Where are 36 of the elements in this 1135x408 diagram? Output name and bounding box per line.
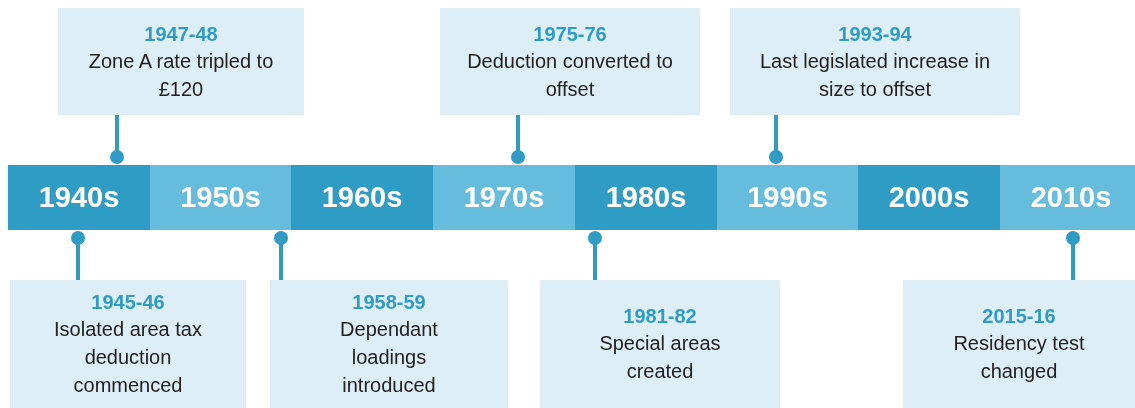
leader-line <box>274 231 288 280</box>
leader-line <box>588 231 602 280</box>
event-year: 1947-48 <box>144 21 218 47</box>
decade-segment: 1950s <box>150 165 291 230</box>
decade-segment: 1980s <box>575 165 717 230</box>
event-description: Last legislated increase in size to offset <box>758 48 992 102</box>
event-description: Zone A rate tripled to £120 <box>87 48 275 102</box>
event-description: Deduction converted to offset <box>466 48 674 102</box>
event-callout-box <box>730 8 1020 115</box>
leader-line <box>1066 231 1080 280</box>
event-description: Special areas created <box>598 331 722 384</box>
event-year: 1945-46 <box>91 290 165 315</box>
event-callout-box <box>540 280 780 408</box>
event-callout-box <box>58 8 304 115</box>
leader-line <box>511 115 525 164</box>
event-callout-box <box>270 280 508 408</box>
event-year: 1958-59 <box>352 290 426 315</box>
decade-segment: 1960s <box>291 165 433 230</box>
event-callout-box <box>440 8 700 115</box>
event-year: 2015-16 <box>982 304 1056 329</box>
event-year: 1993-94 <box>838 21 912 47</box>
event-description: Isolated area tax deduction commenced <box>53 317 203 398</box>
leader-line <box>110 115 124 164</box>
decade-segment: 2010s <box>1000 165 1135 230</box>
event-callout-box <box>903 280 1135 408</box>
leader-line <box>71 231 85 280</box>
event-year: 1981-82 <box>623 304 697 329</box>
decade-segment: 1990s <box>717 165 858 230</box>
event-description: Residency test changed <box>952 331 1086 384</box>
event-callout-box <box>10 280 246 408</box>
decade-segment: 1940s <box>8 165 150 230</box>
event-year: 1975-76 <box>533 21 607 47</box>
leader-line <box>769 115 783 164</box>
decade-segment: 2000s <box>858 165 1000 230</box>
event-description: Dependant loadings introduced <box>339 317 439 398</box>
decade-segment: 1970s <box>433 165 575 230</box>
